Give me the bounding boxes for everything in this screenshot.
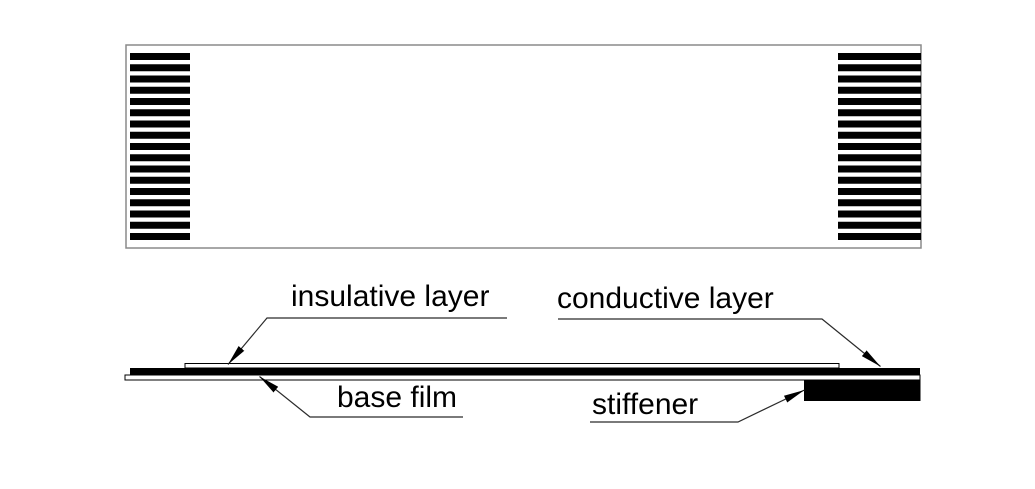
connector-finger-stripe [130, 165, 190, 173]
connector-finger-stripe [838, 210, 921, 218]
cable-top-view-outline [125, 44, 922, 249]
conductive-layer-shape [130, 368, 920, 376]
connector-finger-stripe [838, 165, 921, 173]
connector-finger-stripe [838, 98, 921, 105]
stiffener-leader [590, 389, 805, 423]
insulative-layer-leader [227, 317, 507, 365]
connector-finger-stripe [838, 188, 921, 195]
right-connector-fingers [838, 53, 921, 240]
conductive-layer-label: conductive layer [557, 282, 774, 315]
connector-finger-stripe [838, 120, 921, 128]
connector-finger-stripe [130, 75, 190, 83]
connector-finger-stripe [838, 109, 921, 117]
base-film-label: base film [337, 381, 457, 414]
connector-finger-stripe [838, 199, 921, 207]
connector-finger-stripe [838, 86, 921, 94]
connector-finger-stripe [130, 98, 190, 105]
base-film-shape [124, 374, 921, 381]
connector-finger-stripe [130, 233, 190, 240]
labels: insulative layer conductive layer base f… [291, 280, 774, 421]
connector-finger-stripe [130, 221, 190, 229]
connector-finger-stripe [130, 64, 190, 72]
base-film-leader [259, 376, 463, 418]
connector-finger-stripe [838, 64, 921, 72]
connector-finger-stripe [130, 120, 190, 128]
left-connector-fingers [130, 53, 190, 240]
connector-finger-stripe [130, 210, 190, 218]
leader-lines [227, 317, 881, 423]
connector-finger-stripe [130, 154, 190, 162]
connector-finger-stripe [838, 221, 921, 229]
conductive-layer-leader [558, 318, 881, 367]
cross-section-view [124, 363, 921, 401]
connector-finger-stripe [130, 109, 190, 117]
connector-finger-stripe [838, 154, 921, 162]
insulative-layer-label: insulative layer [291, 280, 489, 313]
connector-finger-stripe [130, 131, 190, 139]
connector-finger-stripe [838, 176, 921, 184]
connector-finger-stripe [838, 233, 921, 240]
connector-finger-stripe [130, 86, 190, 94]
connector-finger-stripe [838, 53, 921, 60]
connector-finger-stripe [838, 131, 921, 139]
connector-finger-stripe [130, 188, 190, 195]
connector-finger-stripe [838, 75, 921, 83]
insulative-layer-shape [184, 363, 840, 369]
connector-finger-stripe [130, 176, 190, 184]
top-view [125, 44, 922, 249]
connector-finger-stripe [130, 143, 190, 150]
stiffener-shape [804, 379, 921, 401]
stiffener-label: stiffener [592, 388, 698, 421]
connector-finger-stripe [130, 53, 190, 60]
connector-finger-stripe [838, 143, 921, 150]
connector-finger-stripe [130, 199, 190, 207]
